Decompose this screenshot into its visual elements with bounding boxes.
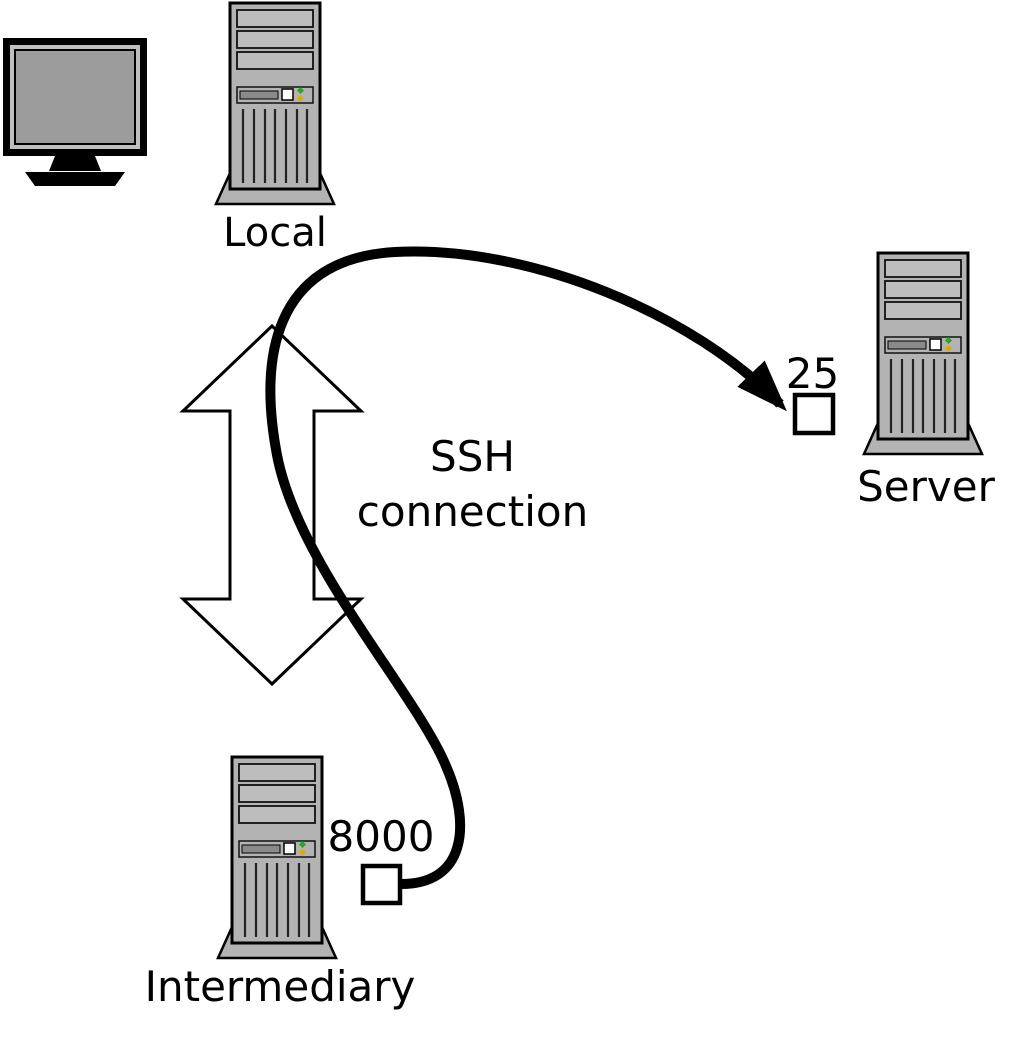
intermediary-computer-icon	[216, 755, 338, 960]
port-25-box	[792, 392, 836, 436]
monitor-icon	[3, 38, 147, 186]
port-8000-label: 8000	[327, 812, 435, 861]
server-computer-icon	[862, 251, 984, 456]
tunnel-curve-arrow	[265, 246, 787, 889]
local-computer-icon	[214, 1, 336, 206]
intermediary-label: Intermediary	[144, 962, 416, 1011]
ssh-bidirectional-arrow	[179, 323, 365, 687]
port-8000-box	[360, 863, 403, 906]
server-label: Server	[857, 462, 995, 511]
local-label: Local	[223, 210, 327, 256]
ssh-connection-label: SSH connection	[356, 432, 589, 536]
port-25-label: 25	[785, 349, 840, 398]
